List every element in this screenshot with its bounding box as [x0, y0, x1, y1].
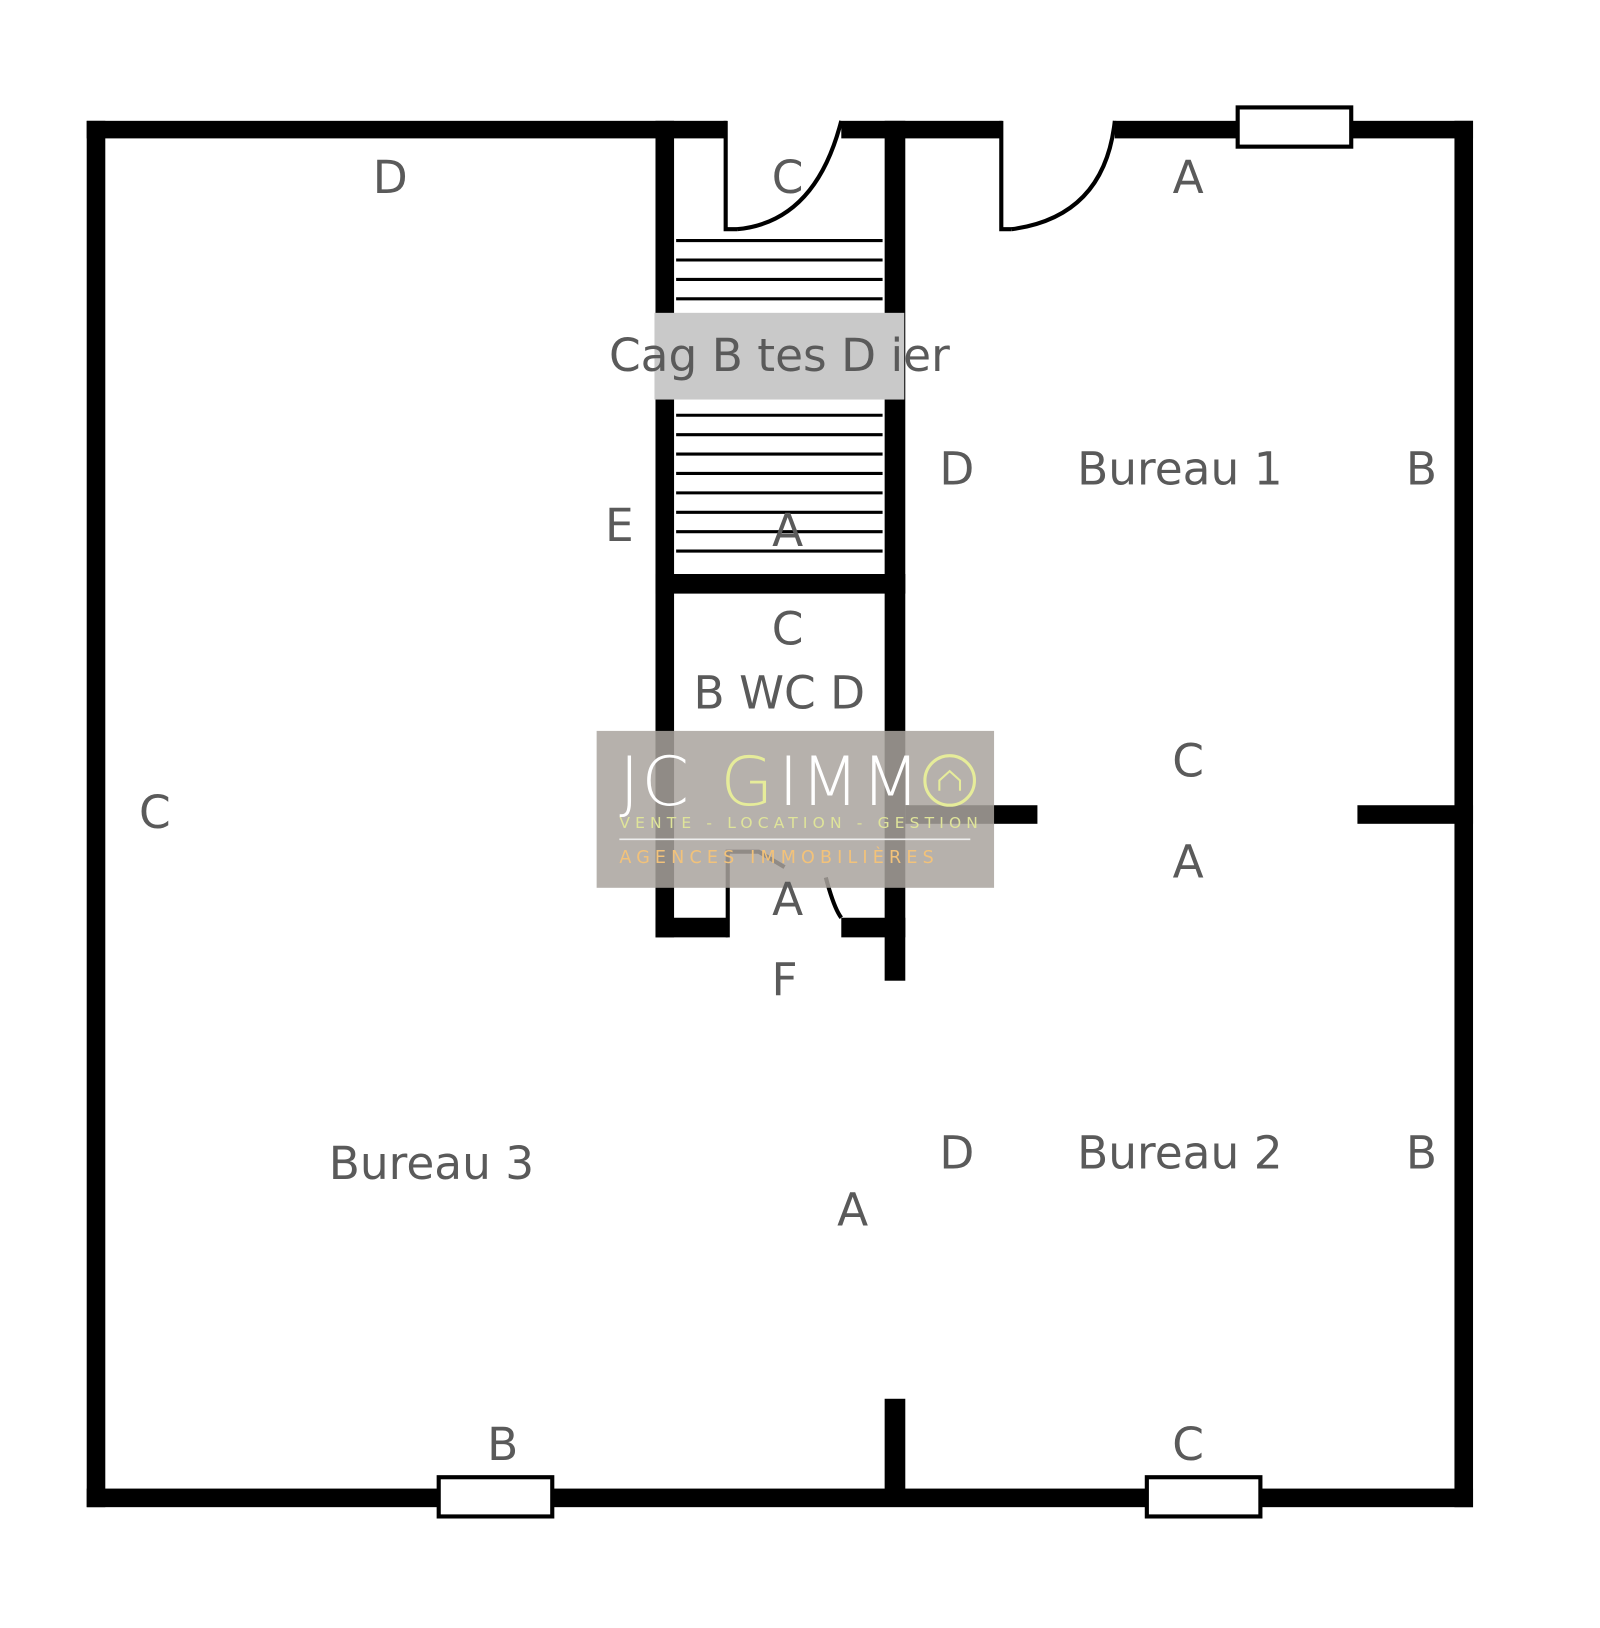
- room-label-stairs: Cag B tes D ier: [609, 329, 950, 382]
- wc-wall-bottom-right: [841, 917, 906, 938]
- logo-text-g: G: [721, 743, 776, 822]
- wall-label: A: [772, 873, 803, 926]
- wall-label: B: [1406, 442, 1437, 495]
- door-stairs[interactable]: [723, 120, 844, 232]
- bottom-stub-wall: [884, 1398, 906, 1502]
- wall-label: C: [1172, 734, 1204, 787]
- door-bureau1[interactable]: [999, 120, 1117, 232]
- bureau-divider-right: [1357, 805, 1474, 824]
- wall-label: C: [139, 786, 171, 839]
- window-top: [1235, 105, 1354, 149]
- wall-bottom: [86, 1488, 1474, 1508]
- staircase: [676, 239, 883, 553]
- wall-top-mid: [841, 120, 1003, 139]
- wall-top-left: [86, 120, 727, 139]
- wall-label: B: [1406, 1127, 1437, 1180]
- room-label-bureau2: Bureau 2: [1077, 1127, 1282, 1180]
- window-bottom-right: [1144, 1475, 1263, 1519]
- logo-text-jc: JC: [619, 743, 691, 822]
- wall-label: C: [772, 602, 804, 655]
- wc-wall-bottom-left: [655, 917, 728, 938]
- wall-label: D: [939, 442, 974, 495]
- wall-label: C: [772, 151, 804, 204]
- logo-text-imm: IMM: [778, 743, 922, 822]
- wall-label: A: [837, 1183, 868, 1236]
- wall-label: B: [487, 1418, 518, 1471]
- wall-label: D: [939, 1127, 974, 1180]
- wall-label: C: [1172, 1418, 1204, 1471]
- logo-subtitle: AGENCES IMMOBILIÈRES: [619, 846, 939, 868]
- wc-label: B WC D: [694, 666, 866, 719]
- wall-label: A: [1173, 836, 1204, 889]
- stairs-label-band: [654, 312, 905, 400]
- stairs-wc-divider: [655, 574, 906, 594]
- window-bottom-left: [436, 1475, 555, 1519]
- wall-label: F: [771, 953, 797, 1006]
- wall-label: E: [605, 499, 634, 552]
- watermark-logo: JC G IMM VENTE - LOCATION - GESTION AGEN…: [619, 743, 983, 868]
- wall-left: [86, 120, 106, 1508]
- room-label-bureau1: Bureau 1: [1077, 442, 1282, 495]
- outer-walls: [86, 120, 1474, 1508]
- house-icon: [938, 769, 962, 791]
- watermark-box: [596, 730, 995, 888]
- wall-label: D: [373, 151, 408, 204]
- logo-tagline: VENTE - LOCATION - GESTION: [619, 814, 983, 832]
- wall-label: A: [772, 504, 803, 557]
- logo-house-circle-icon: [923, 754, 976, 807]
- wall-label: A: [1173, 151, 1204, 204]
- room-label-bureau3: Bureau 3: [329, 1137, 534, 1190]
